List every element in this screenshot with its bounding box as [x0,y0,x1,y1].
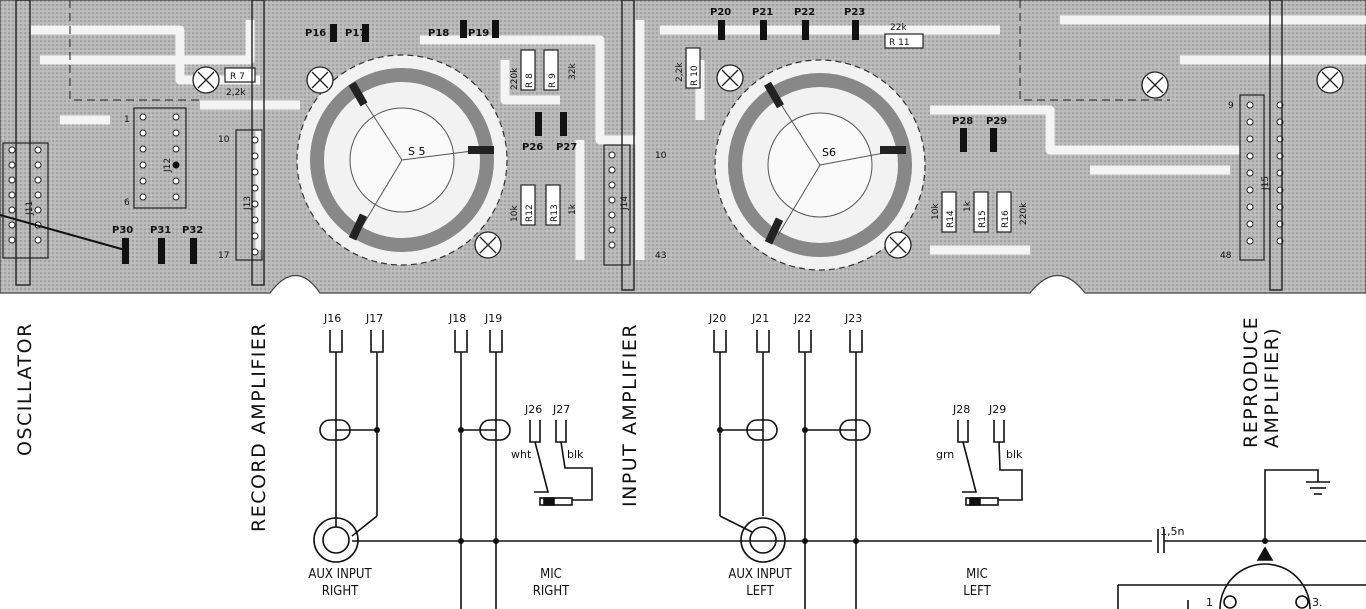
resistor-value: 22k [890,23,907,33]
resistor-value: 2,2k [675,62,685,82]
header-label: J15 [1261,176,1271,191]
socket-pin-label: 1 [1206,596,1213,609]
resistor-value: 1k [963,200,973,212]
pin-label: P30 [112,225,133,236]
resistor-label: R12 [525,204,535,222]
resistor-value: 220k [510,67,520,90]
wire-color-label: grn [936,448,954,461]
mic-pin-label: J26 [524,403,542,416]
jack-label: J21 [751,312,769,325]
pin-label: P31 [150,225,171,236]
connector-caption-mic-right: MIC RIGHT [533,566,570,600]
header-number: 10 [655,151,667,161]
pin-label: P27 [556,142,577,153]
pin-headers [0,94,1284,266]
header-number: 10 [218,135,230,145]
pin-label: P32 [182,225,203,236]
connector-caption-aux-right: AUX INPUT RIGHT [308,566,371,600]
mic-pin-label: J29 [988,403,1006,416]
jack-label: J22 [793,312,811,325]
pin-label: P29 [986,116,1007,127]
jack-label: J18 [448,312,466,325]
pin-label: P23 [844,7,865,18]
section-label-amplifier: AMPLIFIER) [1261,326,1283,448]
resistor-label: R 9 [548,73,558,88]
header-number: 43 [655,251,666,261]
pin-label: P28 [952,116,973,127]
mic-pin-label: J28 [952,403,970,416]
section-label-input-amplifier: INPUT AMPLIFIER [619,322,641,507]
resistor-value: 220k [1019,202,1029,225]
connector-caption-line: LEFT [963,584,991,599]
wire-color-label: blk [1006,448,1023,461]
resistor-label: R13 [550,204,560,222]
connector-caption-line: AUX INPUT [308,567,372,582]
resistor-label: R15 [978,210,988,228]
connector-caption-line: MIC [966,567,988,582]
connector-caption-line: RIGHT [321,584,359,599]
wire-color-label: wht [511,448,532,461]
switch-s6: S6 [714,59,926,271]
jack-label: J16 [323,312,341,325]
resistor-label: R 10 [690,65,700,86]
connector-caption-line: LEFT [746,584,774,599]
resistor-label: R14 [946,210,956,228]
pin-label: P22 [794,7,815,18]
pin-label: P19 [468,28,489,39]
capacitor-label: 1,5n [1160,525,1184,538]
section-label-reproduce: REPRODUCE [1240,315,1262,448]
resistor-value: 10k [931,203,941,220]
connector-caption-line: AUX INPUT [728,567,792,582]
resistor-label: R 11 [889,38,910,48]
connector-caption-mic-left: MIC LEFT [963,566,991,600]
section-label-oscillator: OSCILLATOR [14,322,36,456]
header-number: 17 [218,251,229,261]
resistor-label: R 7 [230,72,245,82]
resistor-value: 32k [568,63,578,80]
pin-label: P26 [522,142,543,153]
jack-label: J19 [484,312,502,325]
header-label: J14 [620,196,630,211]
resistor-value: 2,2k [226,88,246,98]
header-label: J13 [243,196,253,211]
pin-label: P21 [752,7,773,18]
resistor-value: 1k [568,203,578,215]
jack-label: J23 [844,312,862,325]
resistor-value: 10k [510,205,520,222]
jack-label: J17 [365,312,383,325]
header-label: J12 [163,158,173,173]
header-number: 9 [1228,101,1234,111]
socket-pin-label: 3. [1312,596,1323,609]
connector-caption-aux-left: AUX INPUT LEFT [728,566,791,600]
resistor-label: R16 [1001,210,1011,228]
jack-label: J20 [708,312,726,325]
resistor-label: R 8 [525,73,535,88]
pin-label: P20 [710,7,731,18]
schematic-wiring [313,330,1366,609]
pin-label: P16 [305,28,326,39]
wire-color-label: blk [567,448,584,461]
pin-label: P17 [345,28,366,39]
switch-s5-label: S 5 [408,145,425,158]
header-number: 48 [1220,251,1232,261]
pin-label: P18 [428,28,449,39]
switch-s5: S 5 [296,54,508,266]
pcb-board: S 5 S6 [0,0,1366,294]
header-number: 1 [124,115,130,125]
connector-caption-line: RIGHT [532,584,570,599]
header-number: 6 [124,198,130,208]
connector-caption-line: MIC [540,567,562,582]
mic-pin-label: J27 [552,403,570,416]
switch-s6-label: S6 [822,146,836,159]
section-label-record-amplifier: RECORD AMPLIFIER [248,321,270,532]
